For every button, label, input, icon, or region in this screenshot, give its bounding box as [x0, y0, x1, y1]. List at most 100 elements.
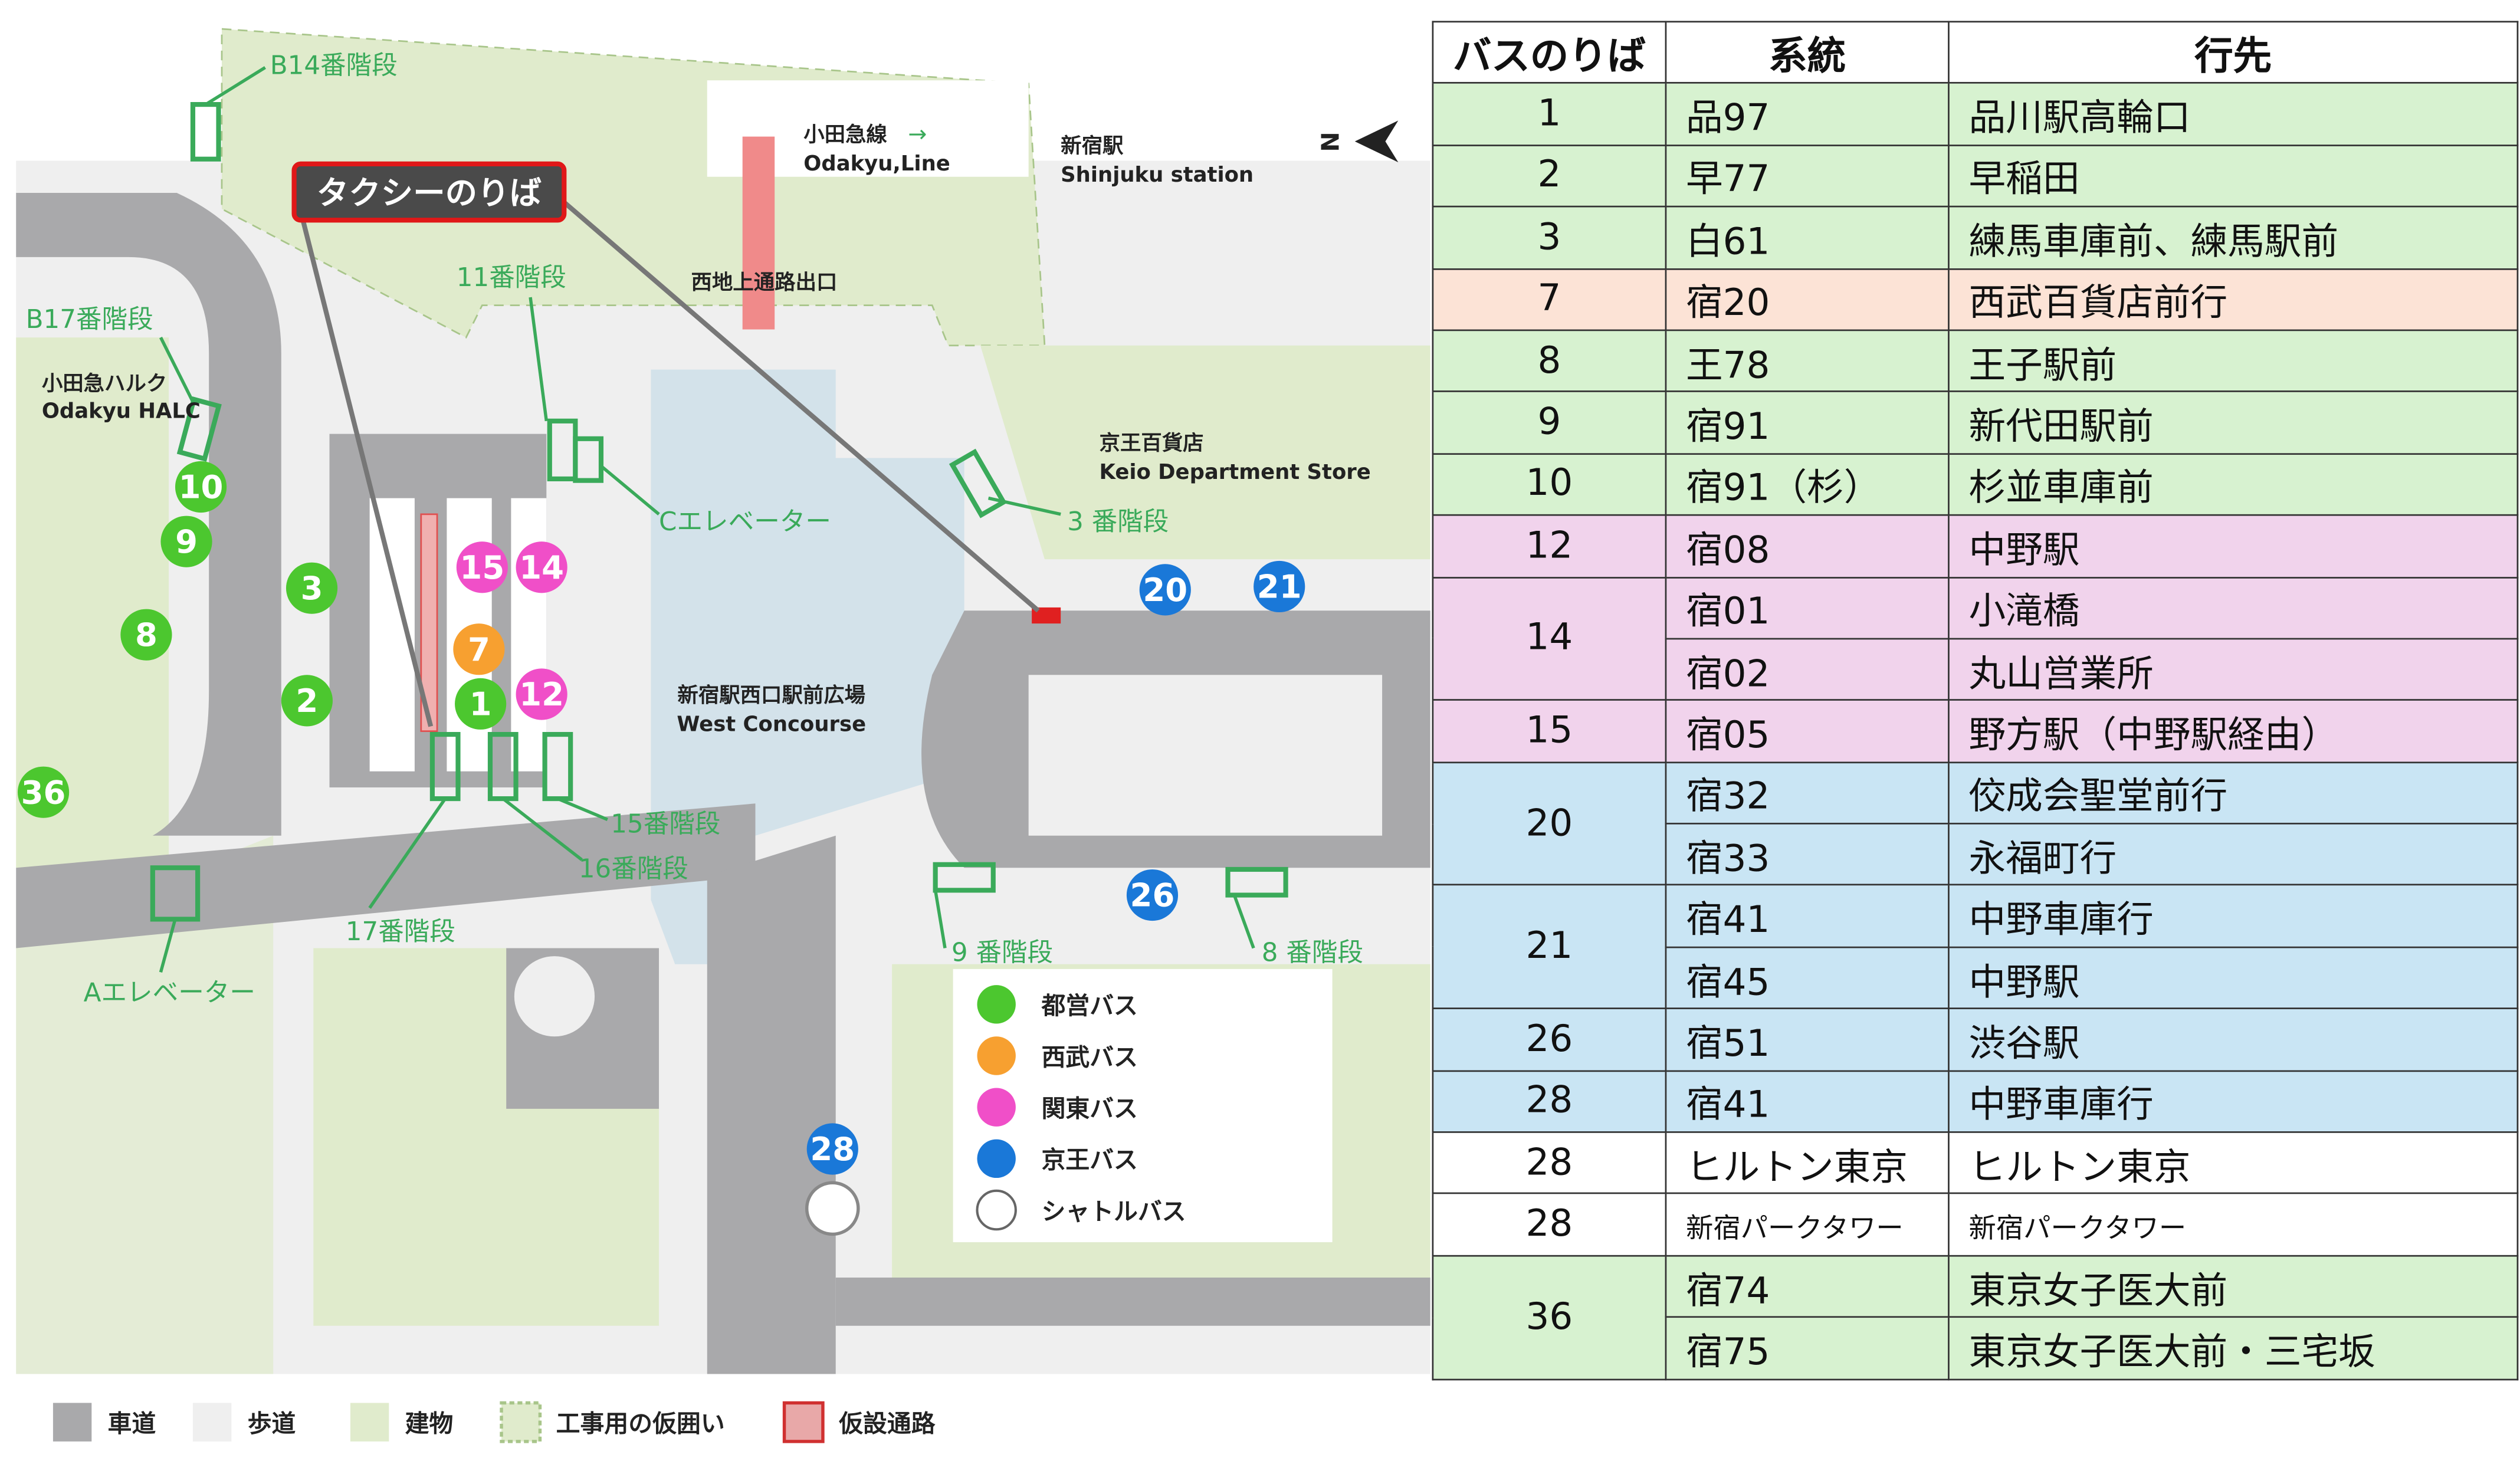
cell-stop: 28 [1432, 1131, 1667, 1195]
cell-route: 宿32 [1665, 761, 1950, 825]
bus-stop-number: 26 [1130, 876, 1175, 914]
building-keio [980, 345, 1430, 560]
label-west-exit: 西地上通路出口 [691, 270, 838, 294]
cell-route: 品97 [1665, 82, 1950, 146]
north-arrow-icon [1354, 120, 1399, 163]
bus-stop-marker [805, 1181, 860, 1236]
label-keio-en: Keio Department Store [1100, 460, 1371, 484]
area-legend-label: 仮設通路 [838, 1410, 936, 1438]
cell-route: 新宿パークタワー [1665, 1193, 1950, 1257]
cell-destination: ヒルトン東京 [1948, 1131, 2519, 1195]
bus-stop-number: 10 [179, 468, 224, 506]
cell-route: 白61 [1665, 206, 1950, 270]
stairs-b17-icon [176, 396, 222, 462]
area-legend-label: 車道 [108, 1410, 156, 1438]
bus-stop-10: 10 [175, 461, 227, 513]
stairs15-leader [557, 797, 608, 822]
bus-stop-number: 2 [296, 682, 318, 720]
bus-stop-36: 36 [17, 766, 70, 818]
bus-stop-marker [516, 541, 567, 593]
road-south-east [835, 1277, 1430, 1326]
taxi-label-box [291, 161, 567, 223]
legend-label: 関東バス [1041, 1095, 1137, 1123]
header-destination: 行先 [1948, 21, 2519, 84]
label-stairs-9: 9 番階段 [951, 938, 1053, 967]
north-label: N [1315, 132, 1344, 152]
bus-stop-marker [1254, 560, 1305, 613]
map-canvas: タクシーのりば B14番階段 小田急線 → Odakyu,Line 新宿駅 Sh… [16, 28, 1430, 1443]
bus-stop-marker [120, 609, 172, 661]
cell-route: 早77 [1665, 144, 1950, 208]
bus-stop-marker [286, 562, 338, 614]
cell-route: 王78 [1665, 329, 1950, 393]
area-legend-swatch [52, 1403, 92, 1442]
bus-stop-28: 28 [805, 1181, 860, 1236]
taxi-pointer-1 [300, 216, 434, 727]
stairs17-leader [368, 797, 447, 909]
cell-route: 宿01 [1665, 576, 1950, 640]
stairs11-leader [529, 297, 549, 422]
label-halc-jp: 小田急ハルク [42, 372, 167, 396]
label-odakyu-en: Odakyu,Line [803, 152, 950, 176]
bus-stop-9: 9 [160, 516, 212, 567]
label-stairs-15: 15番階段 [611, 809, 720, 839]
stairs-b14-icon [190, 102, 221, 162]
bus-stop-marker [453, 623, 505, 675]
stairs9-leader [933, 889, 947, 948]
label-station-jp: 新宿駅 [1061, 134, 1124, 158]
label-keio-jp: 京王百貨店 [1100, 431, 1204, 455]
elevc-leader [600, 465, 660, 516]
label-odakyu-jp: 小田急線 [803, 123, 887, 147]
cell-stop: 36 [1432, 1255, 1667, 1380]
legend-label: 京王バス [1041, 1146, 1137, 1174]
bus-stop-marker [1126, 869, 1179, 921]
b14-leader [205, 66, 266, 106]
area-legend-label: 工事用の仮囲い [556, 1410, 725, 1438]
cell-stop: 28 [1432, 1193, 1667, 1257]
loop-center [514, 956, 595, 1037]
bus-stop-number: 3 [301, 569, 323, 607]
elevator-c-icon [573, 436, 604, 483]
stairs-9-icon [933, 862, 996, 893]
bus-stop-number: 21 [1257, 568, 1302, 606]
label-concourse-jp: 新宿駅西口駅前広場 [677, 684, 865, 708]
cell-route: 宿08 [1665, 514, 1950, 578]
label-stairs-8: 8 番階段 [1262, 938, 1363, 967]
cell-destination: 中野車庫行 [1948, 884, 2519, 948]
header-route: 系統 [1665, 21, 1950, 84]
west-exit-walkway [742, 136, 775, 330]
bus-stop-26: 26 [1126, 869, 1179, 921]
cell-destination: 新宿パークタワー [1948, 1193, 2519, 1257]
cell-stop: 21 [1432, 884, 1667, 1010]
bus-stop-number: 20 [1143, 571, 1187, 609]
cell-stop: 20 [1432, 761, 1667, 887]
area-legend-swatch [500, 1401, 542, 1443]
label-stairs-16: 16番階段 [579, 855, 688, 884]
cell-destination: 西武百貨店前行 [1948, 267, 2519, 331]
label-stairs-17: 17番階段 [346, 917, 455, 947]
cell-route: 宿45 [1665, 946, 1950, 1010]
bus-stop-3: 3 [286, 562, 338, 614]
cell-destination: 東京女子医大前 [1948, 1255, 2519, 1318]
cell-stop: 7 [1432, 267, 1667, 331]
area-legend-swatch [192, 1403, 232, 1442]
bus-stop-marker [516, 668, 567, 720]
label-halc-en: Odakyu HALC [42, 399, 201, 423]
stairs-16-icon [487, 732, 519, 802]
area-legend: 車道歩道建物工事用の仮囲い仮設通路 [52, 1401, 936, 1443]
bus-stop-marker [456, 541, 508, 593]
cell-route: 宿91（杉） [1665, 452, 1950, 516]
cell-stop: 12 [1432, 514, 1667, 578]
